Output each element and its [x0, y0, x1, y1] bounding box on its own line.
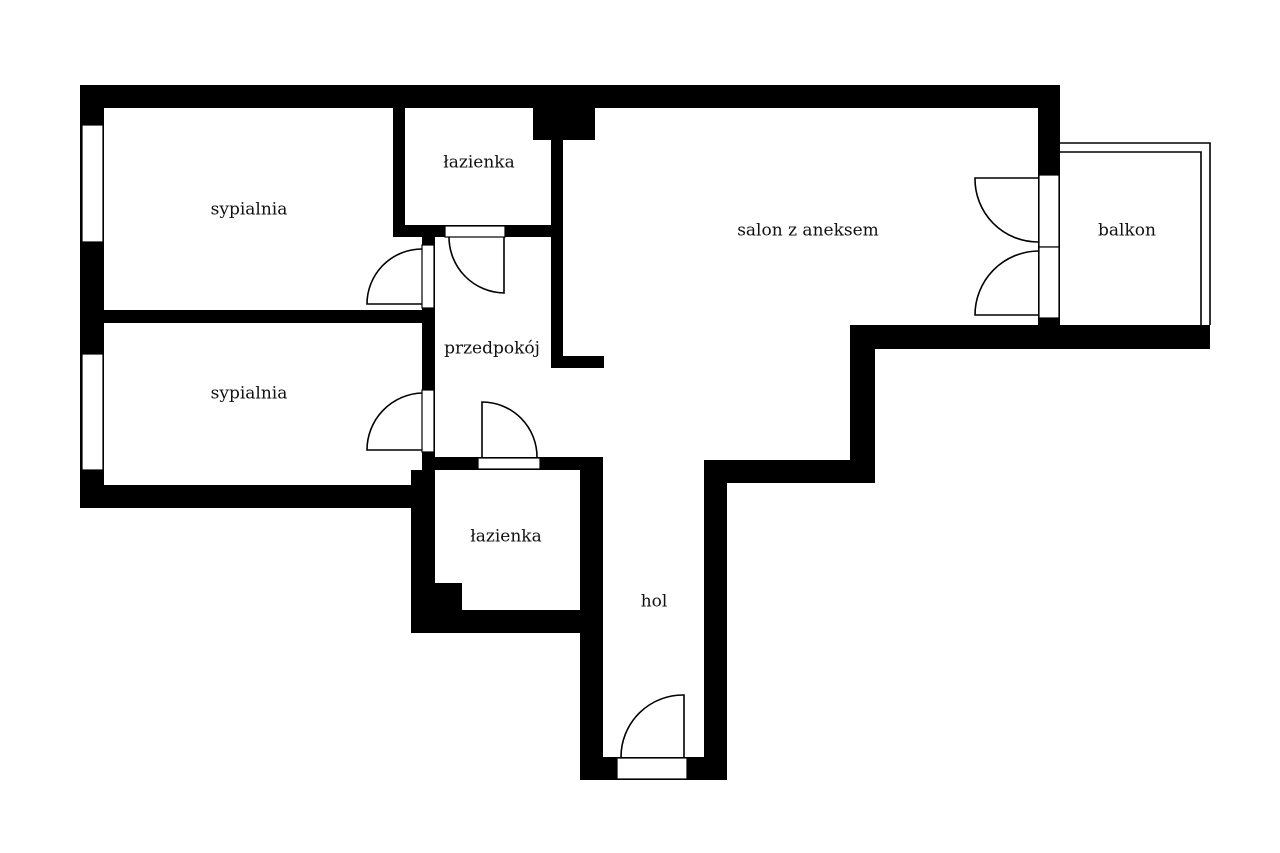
wall-bedroom-bottom — [80, 485, 435, 508]
room-label-bedroom-1: sypialnia — [211, 200, 288, 220]
room-label-hallway: przedpokój — [444, 339, 540, 359]
railing-inner — [1060, 151, 1202, 325]
door-frame — [421, 244, 435, 309]
room-label-bathroom-1: łazienka — [443, 153, 515, 173]
room-label-bathroom-2: łazienka — [470, 527, 542, 547]
balcony-door-frame — [1038, 174, 1060, 248]
wall-hol-left — [580, 457, 603, 780]
railing-outer — [1060, 142, 1211, 325]
door-frame — [444, 225, 506, 238]
balcony-door-frame — [1038, 246, 1060, 319]
window — [81, 353, 104, 471]
entrance-door-frame — [616, 757, 688, 780]
door-swing-bedroom2[interactable] — [366, 392, 423, 451]
wall-stub — [551, 356, 604, 368]
wall-shaft — [533, 108, 595, 140]
wall-salon-bottom — [850, 325, 1210, 349]
wall-bathroom2-shaft — [435, 583, 462, 610]
door-swing-balcony-bottom[interactable] — [974, 250, 1039, 316]
window — [81, 124, 104, 243]
door-swing-bathroom2[interactable] — [481, 401, 538, 458]
wall-hol-right — [704, 460, 727, 780]
wall-bedroom-divider — [104, 310, 422, 323]
door-frame — [477, 457, 541, 470]
door-swing-bathroom1[interactable] — [448, 236, 505, 294]
room-label-balcony: balkon — [1098, 221, 1156, 241]
room-labels: sypialnia sypialnia łazienka łazienka sa… — [211, 153, 1156, 612]
wall-bathroom2-bottom — [411, 610, 580, 633]
openings — [81, 124, 1060, 780]
door-swings — [366, 177, 1039, 758]
walls — [80, 85, 1210, 780]
wall-step-low — [704, 460, 875, 483]
wall-bathroom1-left — [393, 108, 405, 237]
wall-bathroom2-left — [411, 470, 435, 633]
room-label-living-room: salon z aneksem — [737, 221, 879, 241]
room-label-entrance-hall: hol — [641, 592, 668, 612]
door-swing-entrance[interactable] — [620, 694, 685, 758]
balcony-railing — [1060, 142, 1211, 325]
door-swing-balcony-top[interactable] — [974, 177, 1039, 243]
door-frame — [421, 389, 435, 453]
wall-top — [80, 85, 1060, 108]
door-swing-bedroom1[interactable] — [366, 248, 423, 305]
wall-step-vertical — [850, 325, 875, 483]
room-label-bedroom-2: sypialnia — [211, 384, 288, 404]
wall-bathroom1-right — [551, 108, 563, 368]
